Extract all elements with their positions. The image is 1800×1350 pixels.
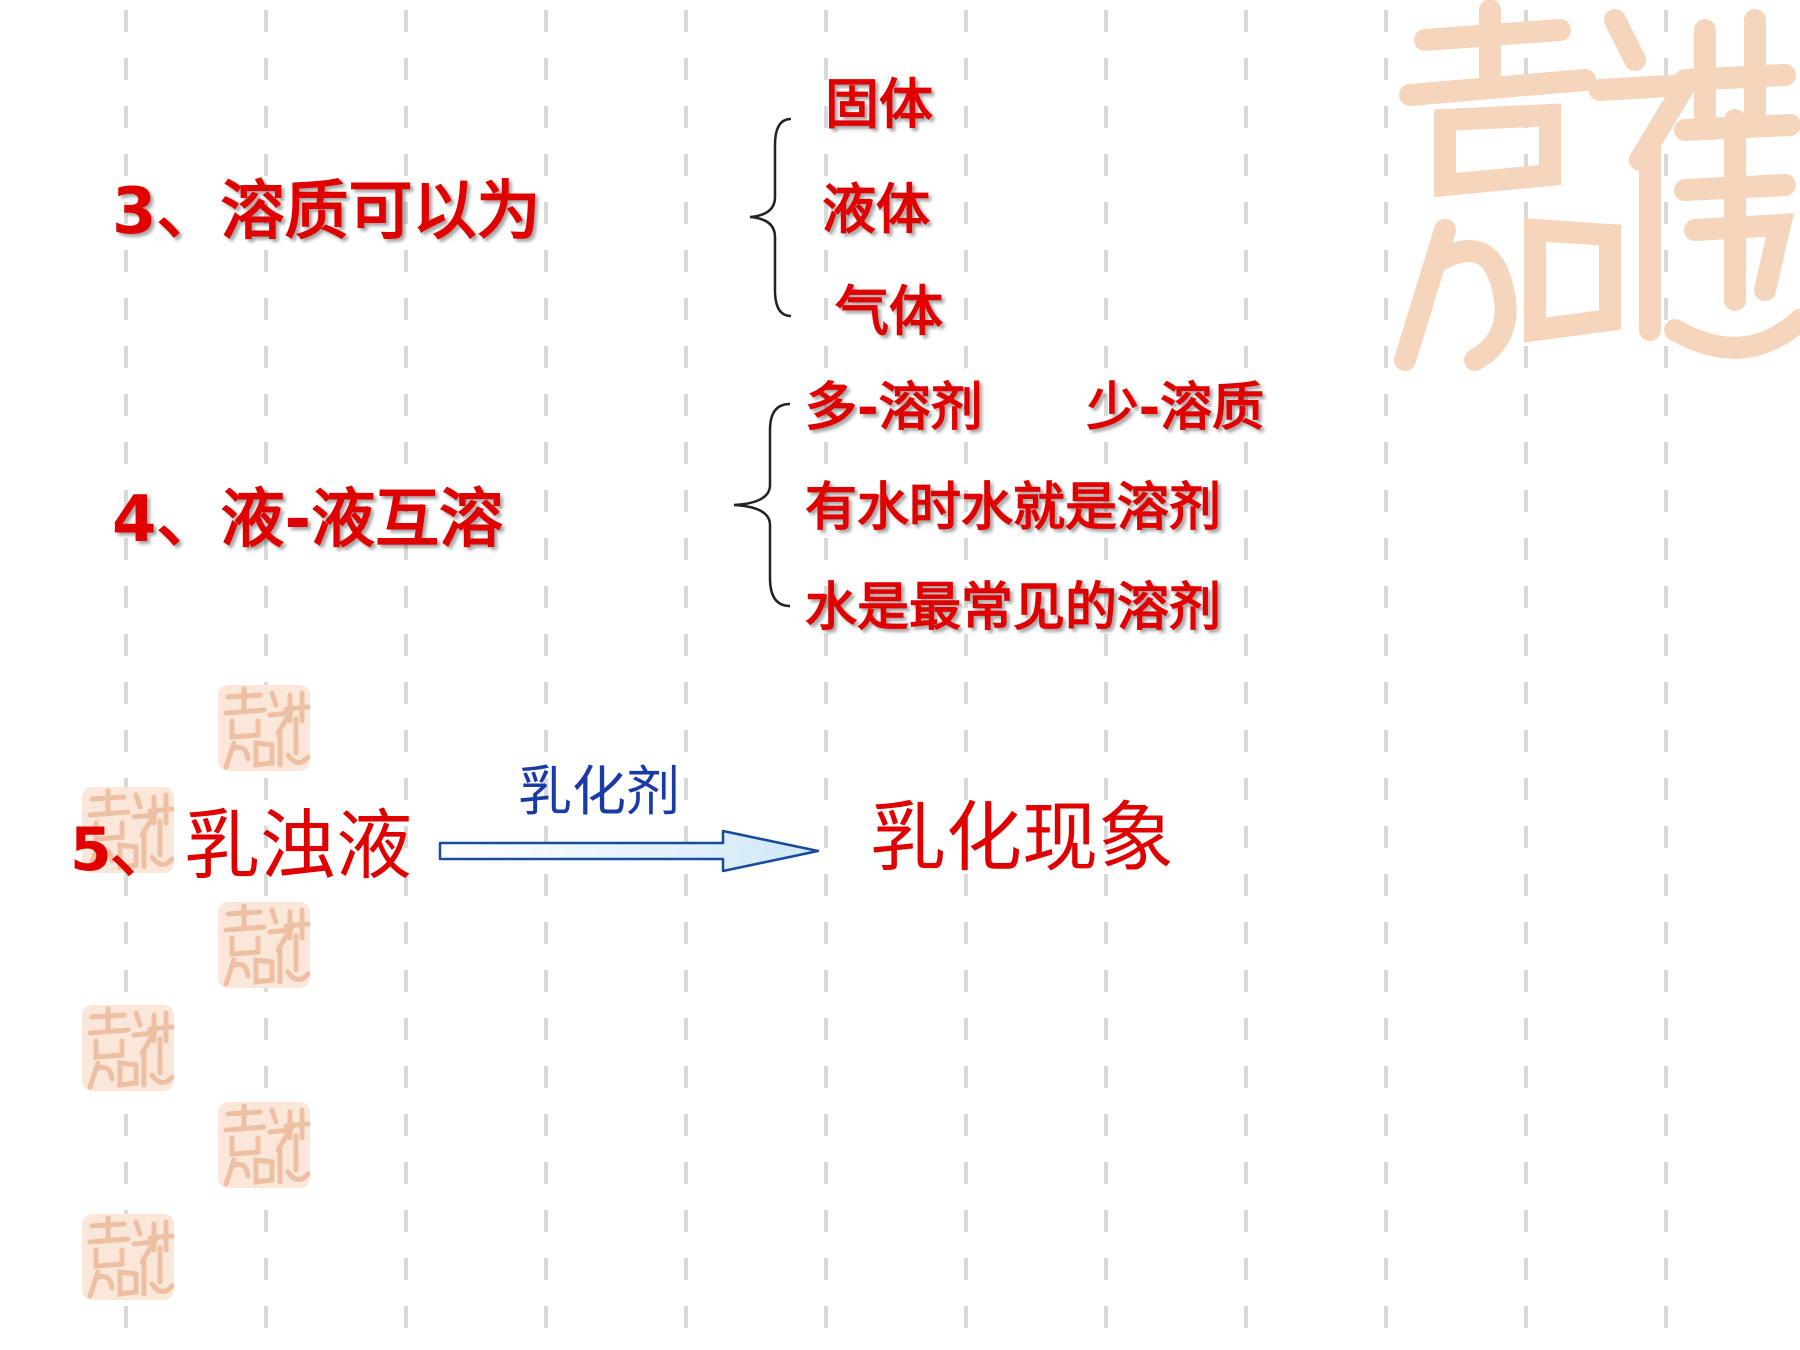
section-4-label: 4、液-液互溶 (112, 483, 504, 557)
seal-stamp-icon (82, 1005, 175, 1091)
section-3-brace (749, 117, 792, 318)
section-3-label: 3、溶质可以为 (112, 175, 541, 249)
seal-stamp-icon (82, 787, 175, 873)
section-4-item-water-common: 水是最常见的溶剂 (805, 578, 1222, 638)
seal-stamp-icon (218, 1102, 311, 1188)
section-4-item-ratio: 多-溶剂 少-溶质 (805, 378, 1265, 438)
section-5-label: 、乳浊液 (108, 801, 412, 890)
auspicious-watermark-logo (1394, 0, 1800, 371)
seal-stamp-icon (218, 902, 311, 988)
section-3-item-gas: 气体 (835, 280, 943, 343)
seal-stamp-icon (218, 685, 311, 771)
section-3-item-liquid: 液体 (822, 178, 930, 241)
emulsification-result: 乳化现象 (870, 793, 1174, 882)
section-4-brace (733, 402, 791, 608)
seal-stamp-icon (82, 1214, 175, 1300)
section-4-item-water-present: 有水时水就是溶剂 (805, 478, 1222, 538)
section-5-number: 5 (70, 815, 112, 885)
right-arrow-icon (438, 829, 820, 873)
emulsifier-label: 乳化剂 (518, 760, 680, 823)
section-3-item-solid: 固体 (825, 73, 933, 136)
